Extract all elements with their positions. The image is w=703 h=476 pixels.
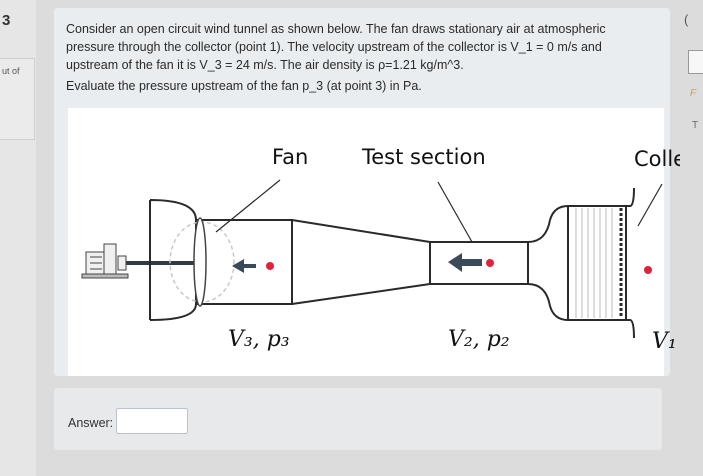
test-section-duct: [429, 241, 529, 285]
wind-tunnel-figure: Fan Test section Colle V₃, p₃ V₂, p₂ V₁: [68, 108, 686, 376]
marks-out-of-label: ut of: [2, 66, 20, 76]
test-section-label: Test section: [361, 145, 486, 169]
wind-tunnel-diagram: Fan Test section Colle V₃, p₃ V₂, p₂ V₁: [81, 145, 686, 354]
question-info-box: [0, 58, 35, 140]
fan-label: Fan: [272, 145, 308, 169]
flow-arrow-test-section: [448, 253, 482, 272]
flag-text: F: [690, 88, 697, 99]
next-question-strip: ( F T: [680, 0, 703, 476]
settling-chamber: [567, 205, 627, 321]
right-t-text: T: [692, 120, 699, 131]
fan-shaft: [126, 261, 206, 265]
v1-label: V₁: [652, 329, 677, 354]
point-2-dot: [486, 259, 494, 267]
v2-p2-label: V₂, p₂: [448, 327, 510, 352]
test-section-leader-line: [437, 181, 473, 243]
question-number: 3: [2, 12, 11, 29]
answer-label: Answer:: [68, 416, 114, 430]
fan-leader-line: [215, 179, 281, 233]
collector-bellmouth: [626, 187, 635, 339]
collector-label: Colle: [634, 147, 686, 171]
contraction-duct: [527, 205, 569, 321]
collector-leader-line: [637, 183, 663, 227]
answer-panel: Answer:: [54, 388, 662, 450]
question-instruction: Evaluate the pressure upstream of the fa…: [66, 79, 422, 93]
question-nav-rail: 3 ut of: [0, 0, 36, 476]
question-body: Consider an open circuit wind tunnel as …: [66, 22, 606, 72]
next-question-box[interactable]: [688, 50, 703, 74]
question-text: Consider an open circuit wind tunnel as …: [66, 20, 626, 95]
point-3-dot: [266, 262, 274, 270]
v3-p3-label: V₃, p₃: [228, 327, 290, 352]
fan-blade: [193, 217, 207, 307]
diffuser-duct: [291, 219, 431, 305]
motor-icon: [81, 243, 129, 279]
question-panel: Consider an open circuit wind tunnel as …: [54, 8, 686, 376]
right-paren-text: (: [684, 12, 689, 27]
answer-input[interactable]: [116, 408, 188, 434]
point-1-dot: [644, 266, 652, 274]
honeycomb-screens: [575, 208, 613, 318]
flow-arrow-fan: [232, 259, 256, 273]
